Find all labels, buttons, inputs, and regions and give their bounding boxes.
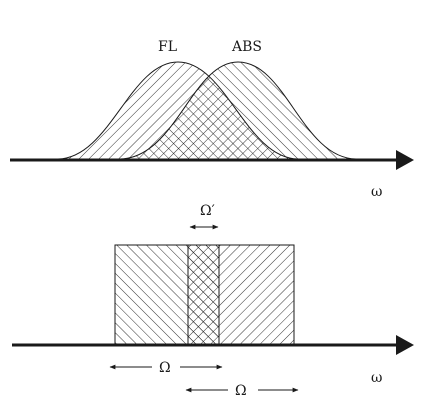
top-axis-arrowhead (396, 150, 414, 170)
bottom-axis-label: ω (371, 370, 382, 386)
overlap-width-label: Ω′ (200, 203, 215, 219)
fl-band-width-label: Ω (159, 360, 171, 376)
top-panel: FL ABS ω (10, 39, 414, 200)
bottom-axis-arrowhead (396, 335, 414, 355)
top-axis-label: ω (371, 184, 382, 200)
overlap-band (187, 244, 220, 346)
bottom-panel: Ω′ Ω Ω ω (12, 203, 414, 399)
abs-band-width-label: Ω (235, 383, 247, 399)
abs-label: ABS (231, 39, 262, 55)
fl-label: FL (158, 39, 177, 55)
